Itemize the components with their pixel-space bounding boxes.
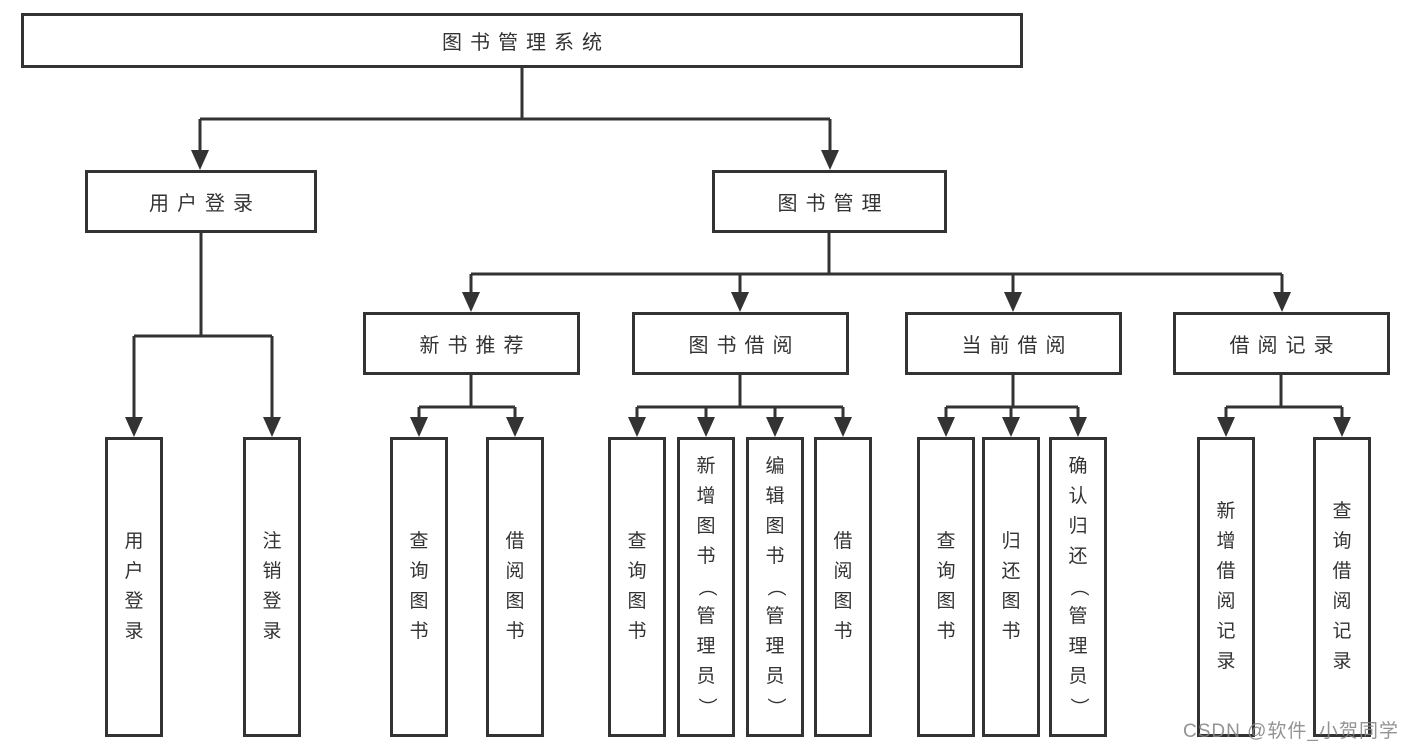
node-new-book-recommend: 新书推荐	[363, 312, 580, 375]
connector-borrowrecords-to-leaves	[1217, 375, 1351, 437]
node-current-borrow: 当前借阅	[905, 312, 1122, 375]
node-edit-book-admin: 编辑图书（管理员）	[746, 437, 804, 737]
node-query-borrow-record: 查询借阅记录	[1313, 437, 1371, 737]
connector-currentborrow-to-leaves	[937, 375, 1087, 437]
csdn-watermark: CSDN @软件_小贺同学	[1183, 721, 1399, 742]
connector-root-to-level2	[191, 68, 839, 170]
node-user-login-leaf: 用户登录	[105, 437, 163, 737]
node-confirm-return-admin: 确认归还（管理员）	[1049, 437, 1107, 737]
node-query-books-current: 查询图书	[917, 437, 975, 737]
node-book-borrow: 图书借阅	[632, 312, 849, 375]
node-add-borrow-record: 新增借阅记录	[1197, 437, 1255, 737]
node-add-book-admin: 新增图书（管理员）	[677, 437, 735, 737]
node-book-management: 图书管理	[712, 170, 947, 233]
connector-bookmgmt-to-level3	[462, 233, 1291, 312]
node-logout-login: 注销登录	[243, 437, 301, 737]
node-borrow-records: 借阅记录	[1173, 312, 1390, 375]
node-query-books-borrow: 查询图书	[608, 437, 666, 737]
node-borrow-book: 借阅图书	[814, 437, 872, 737]
node-borrow-books-recommend: 借阅图书	[486, 437, 544, 737]
node-root: 图书管理系统	[21, 13, 1023, 68]
connector-userlogin-to-leaves	[125, 233, 281, 437]
connector-bookborrow-to-leaves	[628, 375, 852, 437]
node-user-login: 用户登录	[85, 170, 317, 233]
node-query-books-recommend: 查询图书	[390, 437, 448, 737]
node-return-book: 归还图书	[982, 437, 1040, 737]
connector-newbooks-to-leaves	[410, 375, 524, 437]
